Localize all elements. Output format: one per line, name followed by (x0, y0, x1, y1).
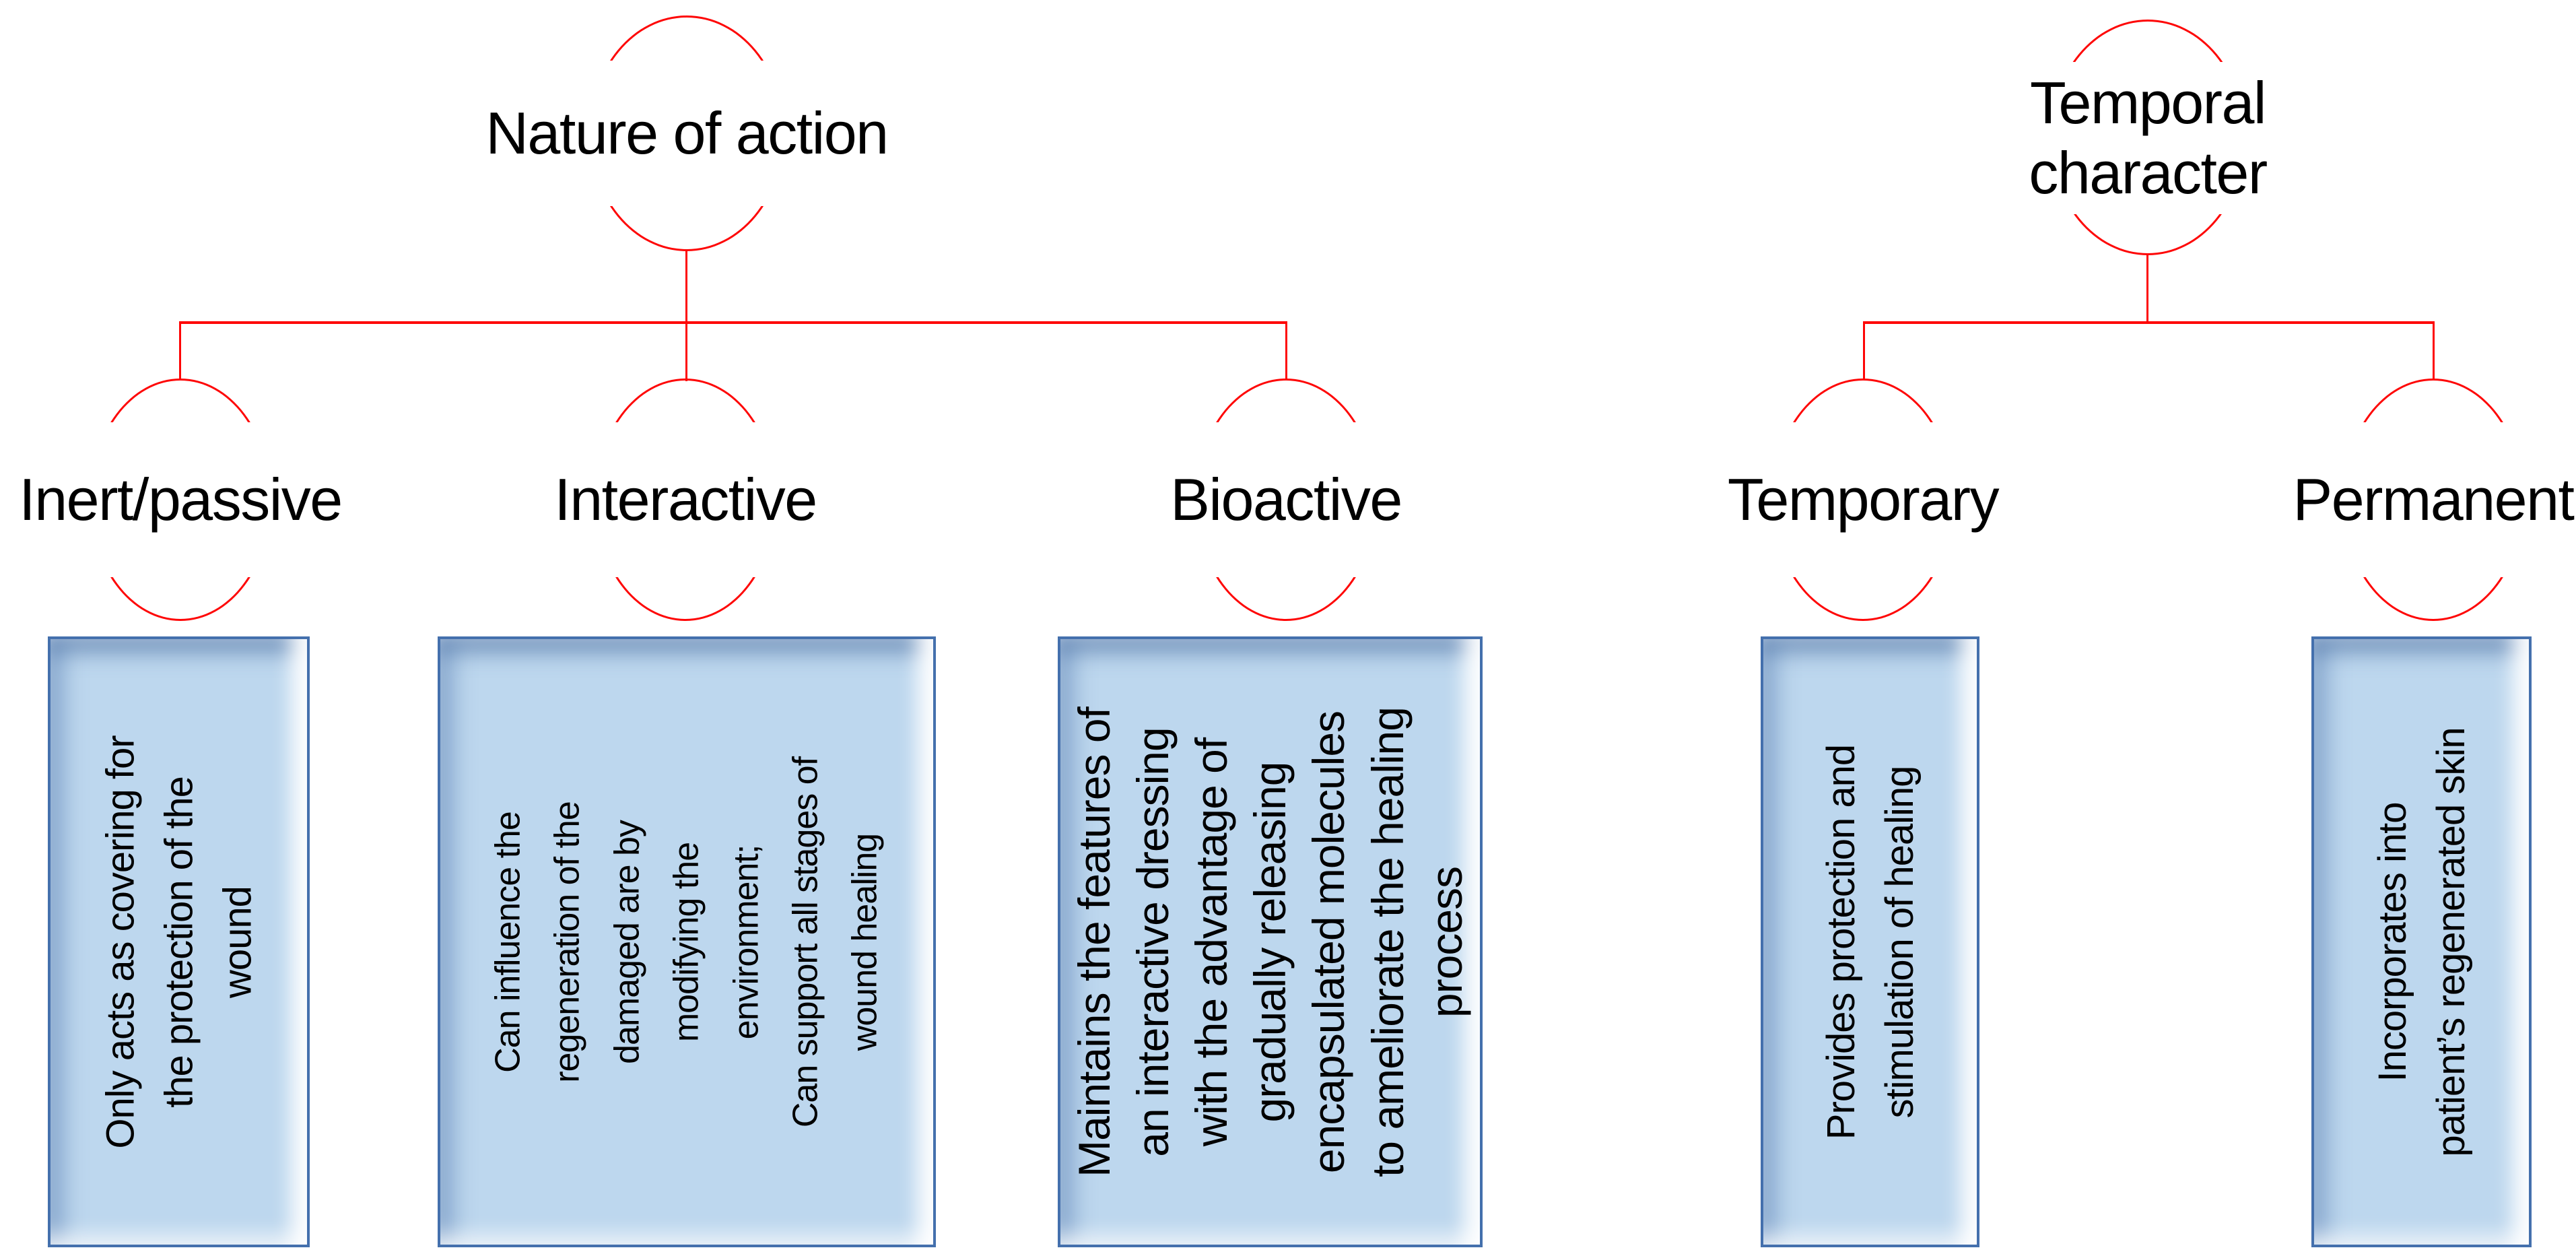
node-label-temporal-character: Temporal character (1973, 62, 2323, 214)
connector-stub-inert-passive (179, 324, 181, 380)
node-label-permanent: Permanent (2278, 422, 2576, 577)
description-box-permanent: Incorporates into patient’s regenerated … (2311, 636, 2532, 1247)
node-label-inert-passive: Inert/passive (0, 422, 368, 577)
description-box-inert-passive: Only acts as covering for the protection… (48, 636, 310, 1247)
connector-left-horizontal (179, 321, 1287, 324)
node-label-bioactive: Bioactive (1131, 422, 1441, 577)
node-label-interactive: Interactive (510, 422, 860, 577)
connector-right-root-vertical (2146, 254, 2148, 323)
description-text-temporary: Provides protection and stimulation of h… (1819, 744, 1922, 1140)
connector-left-root-vertical (685, 250, 687, 323)
connector-stub-permanent (2433, 324, 2435, 380)
connector-stub-bioactive (1285, 324, 1287, 380)
description-box-temporary: Provides protection and stimulation of h… (1761, 636, 1979, 1247)
description-box-bioactive: Maintains the features of an interactive… (1058, 636, 1483, 1247)
description-text-interactive: Can influence the regeneration of the da… (488, 756, 885, 1127)
node-label-temporary: Temporary (1698, 422, 2028, 577)
description-box-interactive: Can influence the regeneration of the da… (438, 636, 936, 1247)
description-text-permanent: Incorporates into patient’s regenerated … (2370, 727, 2473, 1157)
connector-stub-interactive (685, 324, 687, 381)
node-label-nature-of-action: Nature of action (431, 61, 943, 206)
description-text-inert-passive: Only acts as covering for the protection… (98, 735, 259, 1149)
description-text-bioactive: Maintains the features of an interactive… (1069, 706, 1471, 1177)
connector-stub-temporary (1863, 324, 1865, 380)
connector-right-horizontal (1863, 321, 2435, 324)
